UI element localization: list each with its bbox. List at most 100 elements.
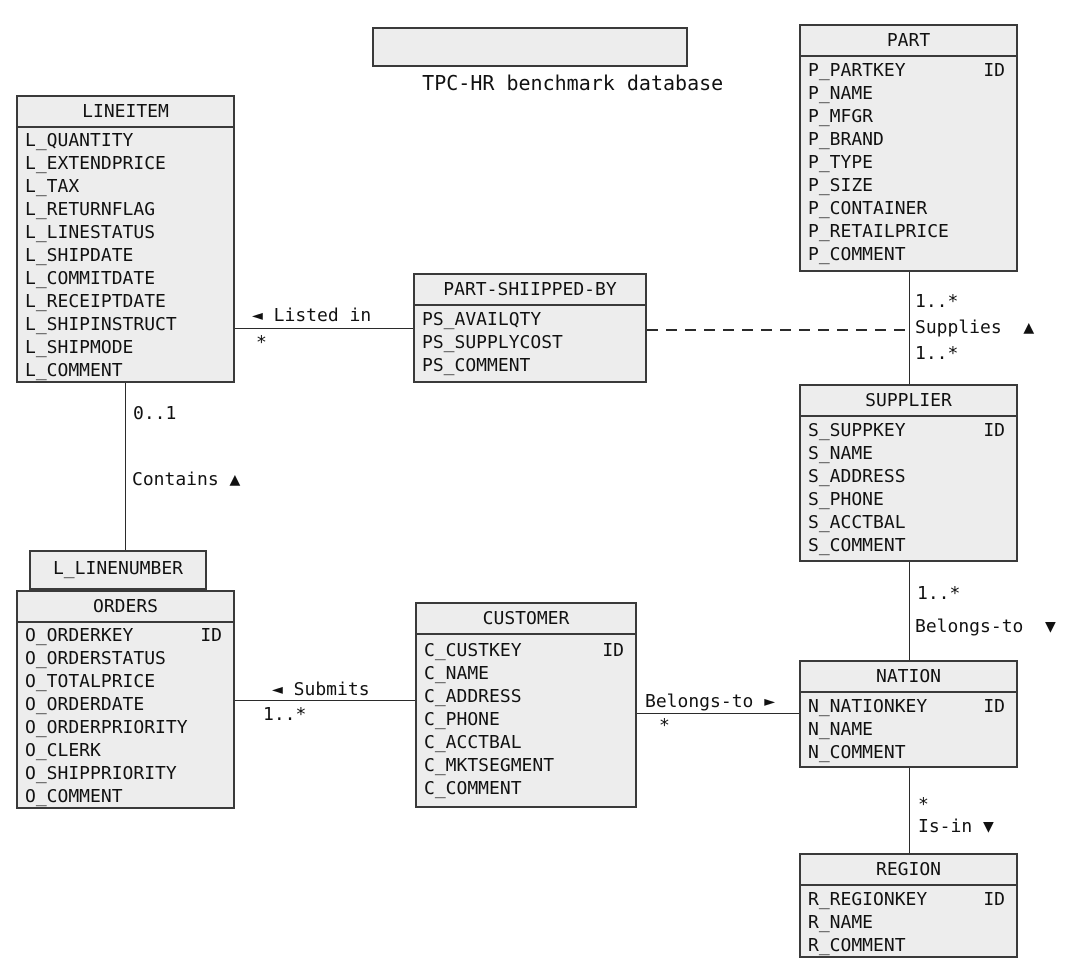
entity-l-linenumber: L_LINENUMBER: [29, 550, 207, 590]
field-row: O_CLERK: [25, 740, 101, 761]
field-row: S_NAME: [808, 443, 874, 464]
field-row: O_SHIPPRIORITY: [25, 763, 177, 784]
field-row: L_COMMENT: [25, 360, 123, 381]
diagram-title: TPC-HR benchmark database: [422, 71, 724, 95]
entity-l-linenumber-title: L_LINENUMBER: [52, 558, 184, 579]
field-row: S_ADDRESS: [808, 466, 906, 487]
entity-part-shipped-by-fields: PS_AVAILQTY PS_SUPPLYCOST PS_COMMENT: [415, 306, 645, 377]
field-row: C_ADDRESS: [424, 686, 522, 707]
field-row: S_PHONE: [808, 489, 884, 510]
field-row: L_QUANTITY: [25, 130, 134, 151]
field-row: O_ORDERSTATUS: [25, 648, 166, 669]
entity-part-shipped-by: PART-SHIIPPED-BY PS_AVAILQTY PS_SUPPLYCO…: [413, 273, 647, 383]
entity-customer-title: CUSTOMER: [417, 604, 635, 635]
relationship-label-is-in: Is-in ▼: [918, 816, 994, 837]
field-row: L_SHIPINSTRUCT: [25, 314, 177, 335]
entity-part-title: PART: [801, 26, 1016, 57]
id-tag: ID: [602, 640, 624, 661]
cardinality-listed-in: *: [256, 332, 267, 353]
id-tag: ID: [983, 420, 1005, 441]
cardinality-supplies-supplier: 1..*: [915, 343, 959, 364]
cardinality-submits: 1..*: [263, 704, 307, 725]
connector-lineitem-llinenumber: [125, 383, 126, 550]
field-row: PS_COMMENT: [422, 355, 531, 376]
field-row: L_SHIPMODE: [25, 337, 134, 358]
connector-nation-region: [909, 768, 910, 853]
connector-customer-nation: [637, 713, 799, 714]
connector-lineitem-partshippedby: [235, 328, 413, 329]
relationship-label-submits: ◄ Submits: [272, 679, 370, 700]
field-row: C_ACCTBAL: [424, 732, 522, 753]
connector-orders-customer: [235, 700, 415, 701]
field-row: P_CONTAINER: [808, 198, 928, 219]
connector-supplier-nation: [909, 562, 910, 660]
relationship-label-contains: Contains ▲: [132, 469, 241, 490]
field-row: P_BRAND: [808, 129, 884, 150]
field-row: O_TOTALPRICE: [25, 671, 156, 692]
entity-nation-title: NATION: [801, 662, 1016, 693]
entity-lineitem-fields: L_QUANTITY L_EXTENDPRICE L_TAX L_RETURNF…: [18, 128, 233, 382]
field-row: C_COMMENT: [424, 778, 522, 799]
entity-lineitem-title: LINEITEM: [18, 97, 233, 128]
field-row: P_COMMENT: [808, 244, 906, 265]
entity-orders-title: ORDERS: [18, 592, 233, 623]
field-row: P_SIZE: [808, 175, 874, 196]
field-row: L_TAX: [25, 176, 80, 197]
field-row: P_TYPE: [808, 152, 874, 173]
field-row: PS_AVAILQTY: [422, 309, 542, 330]
field-row: PS_SUPPLYCOST: [422, 332, 563, 353]
field-row: L_COMMITDATE: [25, 268, 156, 289]
cardinality-contains: 0..1: [133, 403, 177, 424]
field-row: R_COMMENT: [808, 935, 906, 956]
field-row: C_PHONE: [424, 709, 500, 730]
relationship-label-customer-belongs-to: Belongs-to ►: [645, 691, 776, 712]
field-row: N_COMMENT: [808, 742, 906, 763]
field-row: S_ACCTBAL: [808, 512, 906, 533]
cardinality-customer-belongs-to: *: [659, 715, 670, 736]
relationship-label-listed-in: ◄ Listed in: [252, 305, 372, 326]
entity-part-shipped-by-title: PART-SHIIPPED-BY: [415, 275, 645, 306]
id-tag: ID: [983, 889, 1005, 910]
field-row: O_ORDERPRIORITY: [25, 717, 188, 738]
id-tag: ID: [200, 625, 222, 646]
cardinality-supplies-part: 1..*: [915, 291, 959, 312]
field-row: N_NAME: [808, 719, 874, 740]
field-row: P_MFGR: [808, 106, 874, 127]
field-row: C_MKTSEGMENT: [424, 755, 555, 776]
field-row: C_NAME: [424, 663, 490, 684]
field-row: L_RETURNFLAG: [25, 199, 156, 220]
field-row: P_RETAILPRICE: [808, 221, 949, 242]
id-tag: ID: [983, 60, 1005, 81]
entity-region-title: REGION: [801, 855, 1016, 886]
relationship-label-supplier-belongs-to: Belongs-to ▼: [915, 616, 1056, 637]
entity-lineitem: LINEITEM L_QUANTITY L_EXTENDPRICE L_TAX …: [16, 95, 235, 383]
field-row: L_RECEIPTDATE: [25, 291, 166, 312]
connector-partshippedby-supplies-dashed: [647, 329, 910, 331]
cardinality-supplier-belongs-to: 1..*: [917, 583, 961, 604]
field-row: L_SHIPDATE: [25, 245, 134, 266]
field-row: P_NAME: [808, 83, 874, 104]
field-row: O_ORDERDATE: [25, 694, 145, 715]
field-row: S_COMMENT: [808, 535, 906, 556]
field-row: R_NAME: [808, 912, 874, 933]
diagram-title-box: TPC-HR benchmark database: [372, 27, 723, 95]
relationship-label-supplies: Supplies ▲: [915, 317, 1035, 338]
entity-supplier-title: SUPPLIER: [801, 386, 1016, 417]
field-row: L_EXTENDPRICE: [25, 153, 166, 174]
